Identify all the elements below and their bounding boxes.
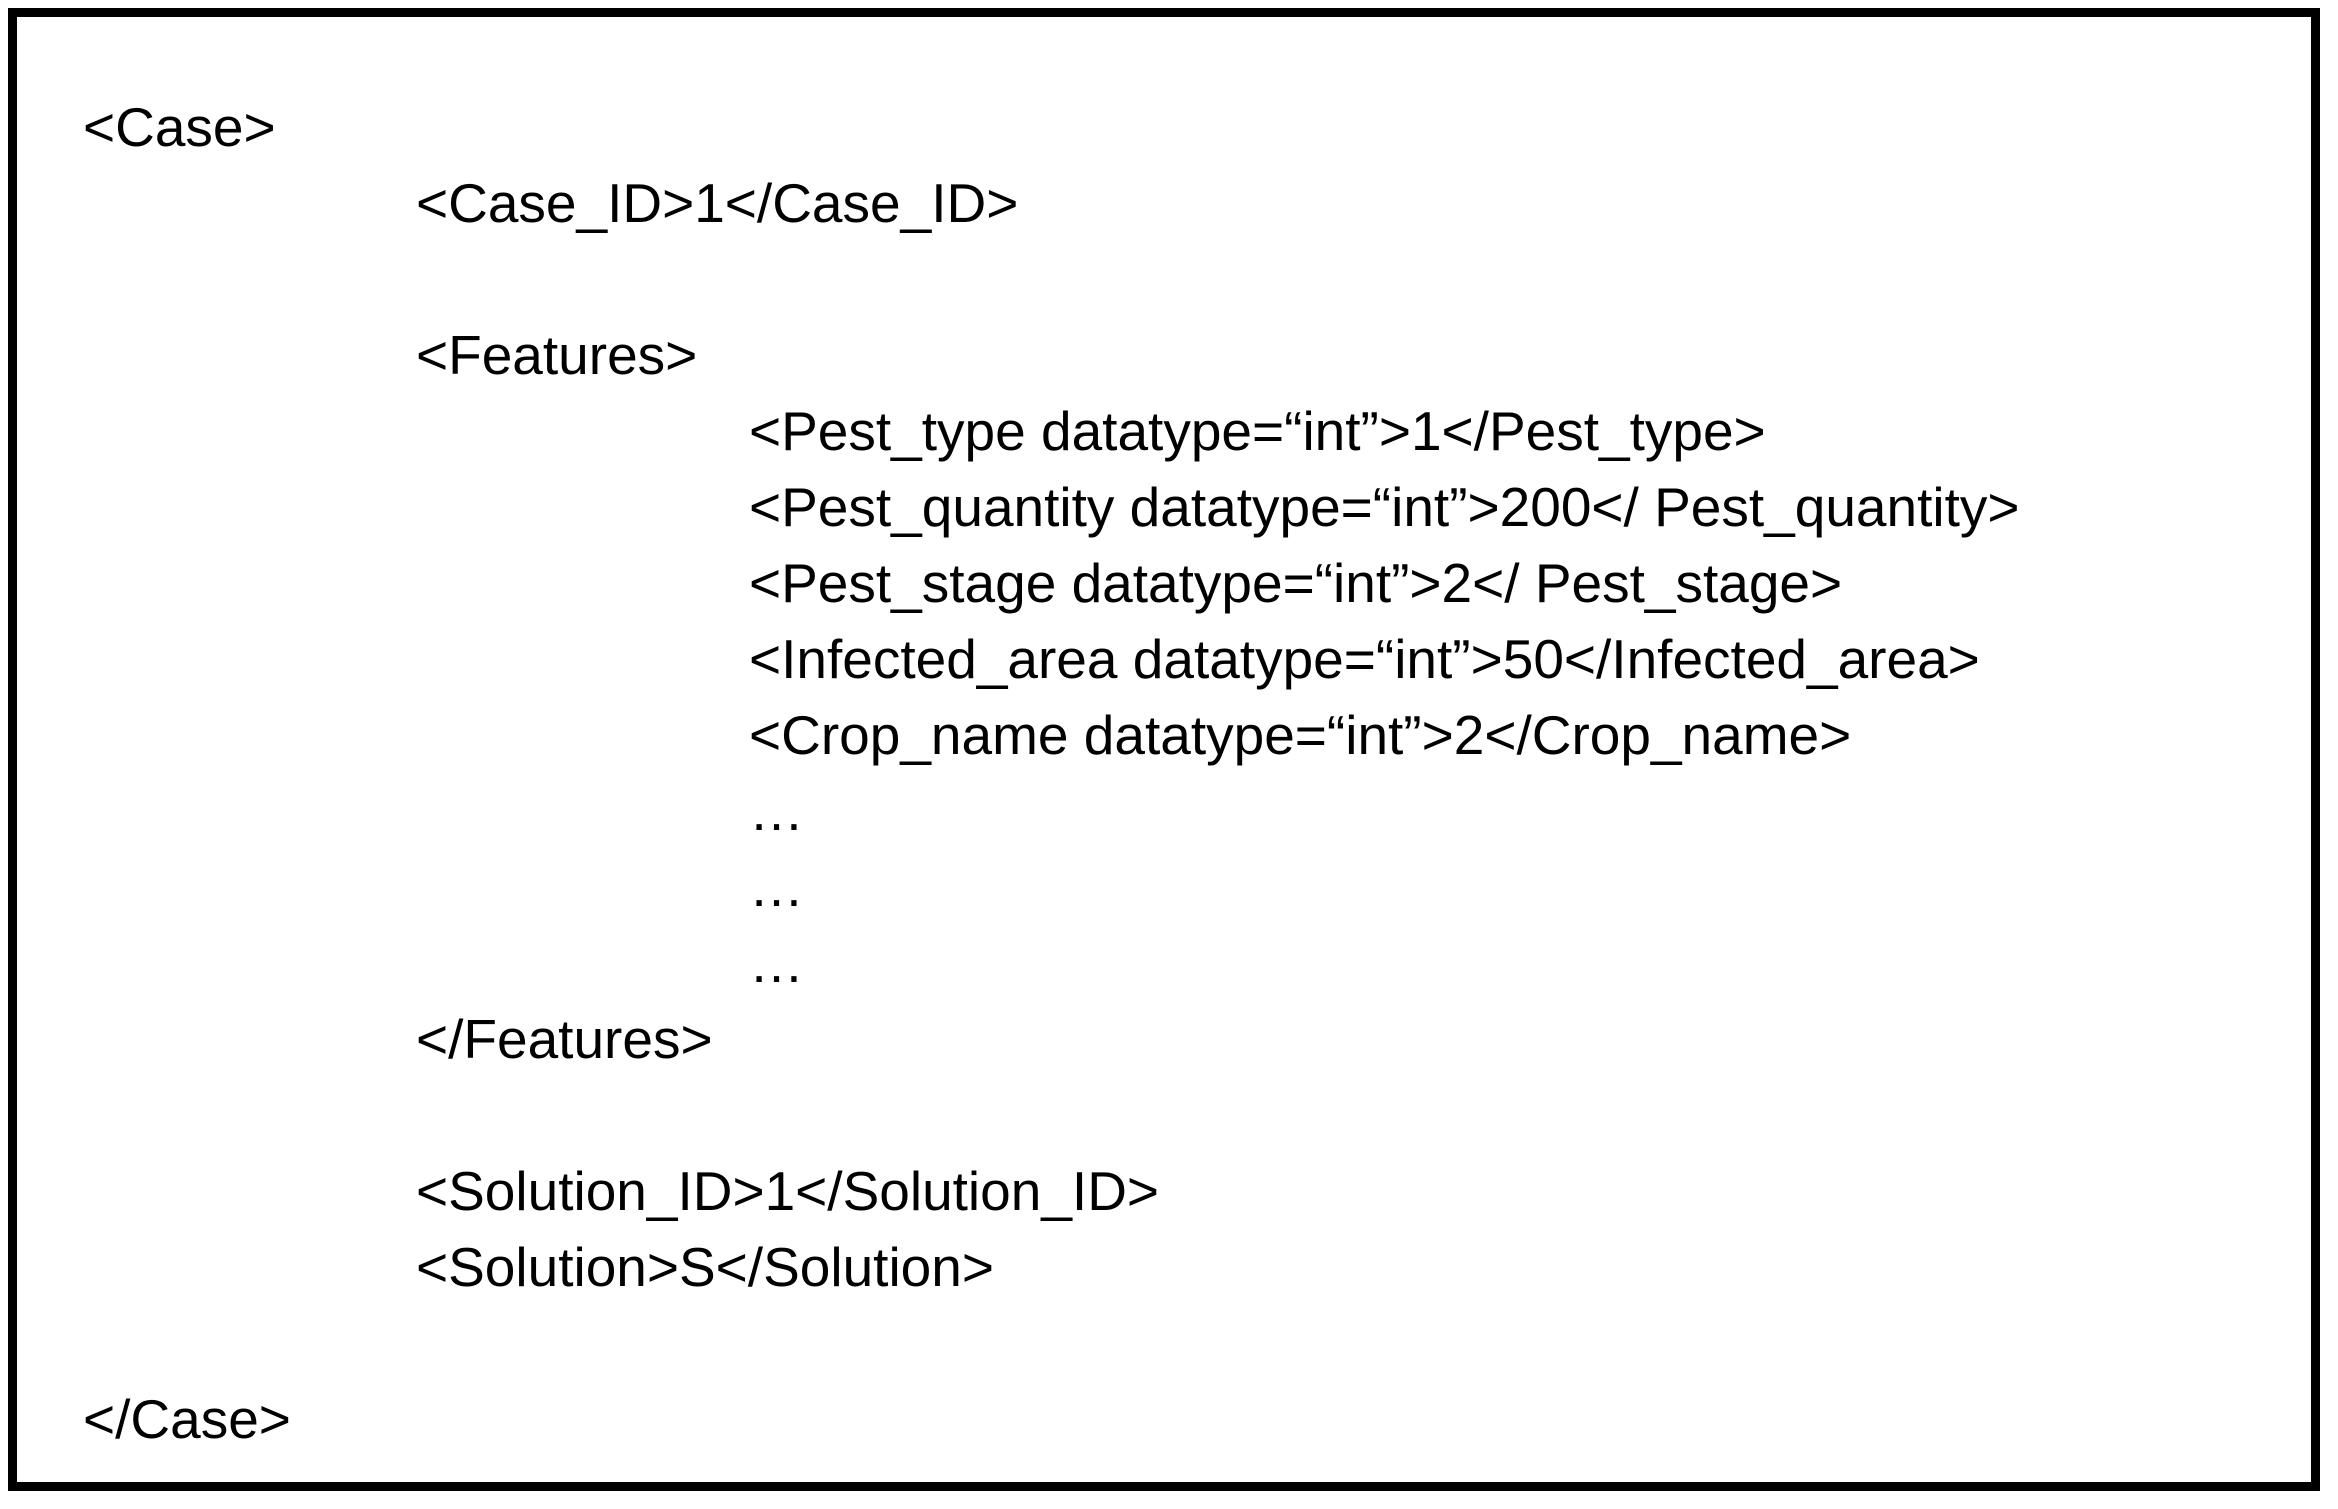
case-xml-figure-frame: <Case> <Case_ID>1</Case_ID> <Features> <Pes… (8, 8, 2320, 1491)
xml-code-line: <Pest_stage datatype=“int”>2</ Pest_stag… (749, 552, 1843, 614)
xml-code-line: </Features> (416, 1008, 713, 1070)
blank-line (83, 1305, 2301, 1381)
xml-code-line: <Infected_area datatype=“int”>50</Infect… (749, 628, 1980, 690)
blank-line (83, 241, 2301, 317)
xml-code-line: </Case> (83, 1388, 291, 1450)
xml-code-line: <Case_ID>1</Case_ID> (416, 172, 1019, 234)
xml-code-line: … (749, 856, 804, 918)
xml-code-line: <Case> (83, 96, 276, 158)
xml-code-block: <Case> <Case_ID>1</Case_ID> <Features> <Pes… (83, 89, 2301, 1457)
xml-code-line: <Features> (416, 324, 698, 386)
blank-line (83, 1077, 2301, 1153)
xml-code-line: … (749, 780, 804, 842)
xml-code-line: … (749, 932, 804, 994)
xml-code-line: <Pest_quantity datatype=“int”>200</ Pest… (749, 476, 2020, 538)
xml-code-line: <Solution_ID>1</Solution_ID> (416, 1160, 1160, 1222)
xml-code-line: <Solution>S</Solution> (416, 1236, 994, 1298)
xml-code-line: <Pest_type datatype=“int”>1</Pest_type> (749, 400, 1766, 462)
xml-code-line: <Crop_name datatype=“int”>2</Crop_name> (749, 704, 1852, 766)
